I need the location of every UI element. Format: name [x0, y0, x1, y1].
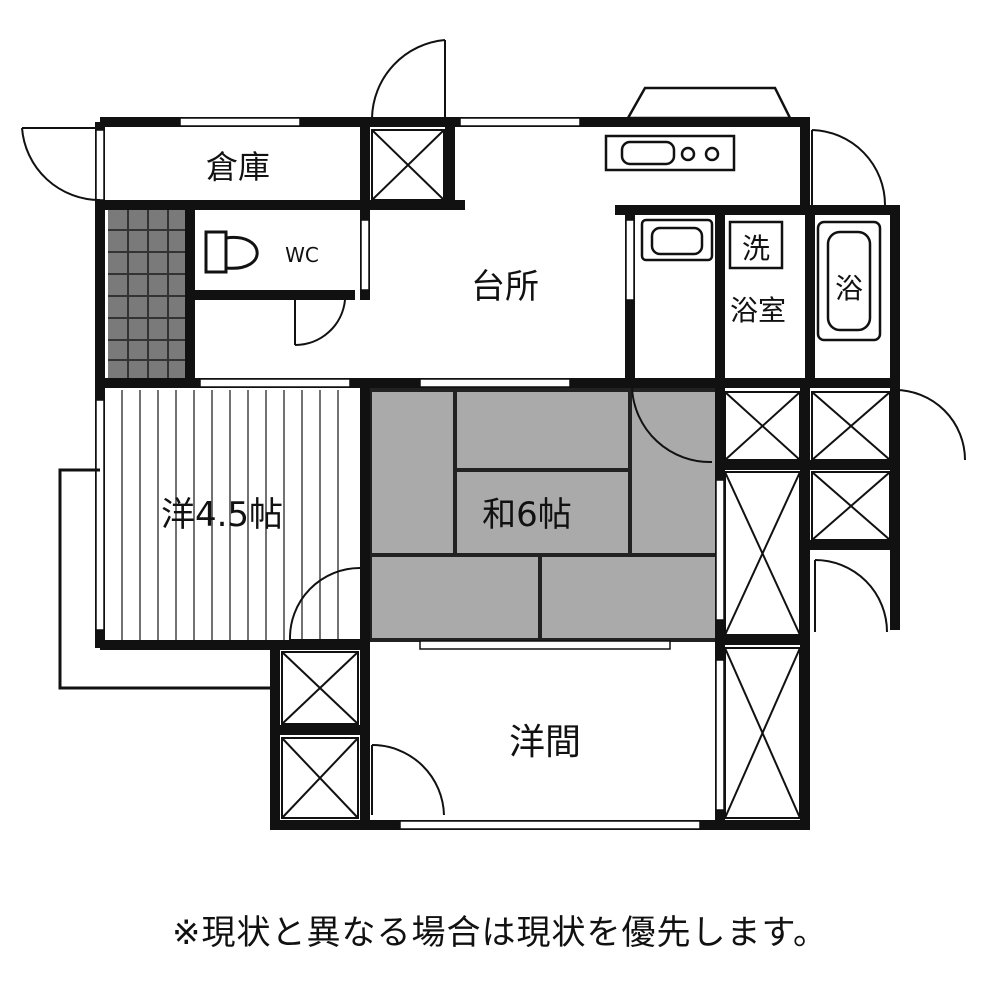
- japanese-6-label: 和6帖: [482, 495, 572, 535]
- bath-fixtures: [640, 218, 882, 342]
- closets: [281, 129, 891, 819]
- western-label: 洋間: [509, 722, 581, 763]
- door-swings: [21, 39, 966, 816]
- floor-plan: 倉庫 WC 台所 洗 浴 浴室 洋4.5帖 和6帖 洋間: [21, 39, 966, 830]
- veranda: [58, 468, 275, 690]
- kitchen-fixtures: [604, 86, 793, 172]
- bathroom-label: 浴室: [730, 294, 786, 327]
- wash-label: 洗: [742, 232, 770, 265]
- storage-label: 倉庫: [206, 148, 270, 186]
- wood-flooring: [121, 390, 339, 640]
- toilet-fixture: [204, 230, 259, 274]
- wc-label: WC: [285, 243, 319, 267]
- tatami-mats: [368, 388, 722, 642]
- disclaimer-note: ※現状と異なる場合は現状を優先します。: [171, 913, 829, 953]
- bath-tub-label: 浴: [835, 272, 863, 305]
- tile-floor: [108, 210, 188, 378]
- western-45-label: 洋4.5帖: [161, 495, 283, 535]
- windows: [95, 117, 725, 830]
- kitchen-label: 台所: [471, 267, 539, 307]
